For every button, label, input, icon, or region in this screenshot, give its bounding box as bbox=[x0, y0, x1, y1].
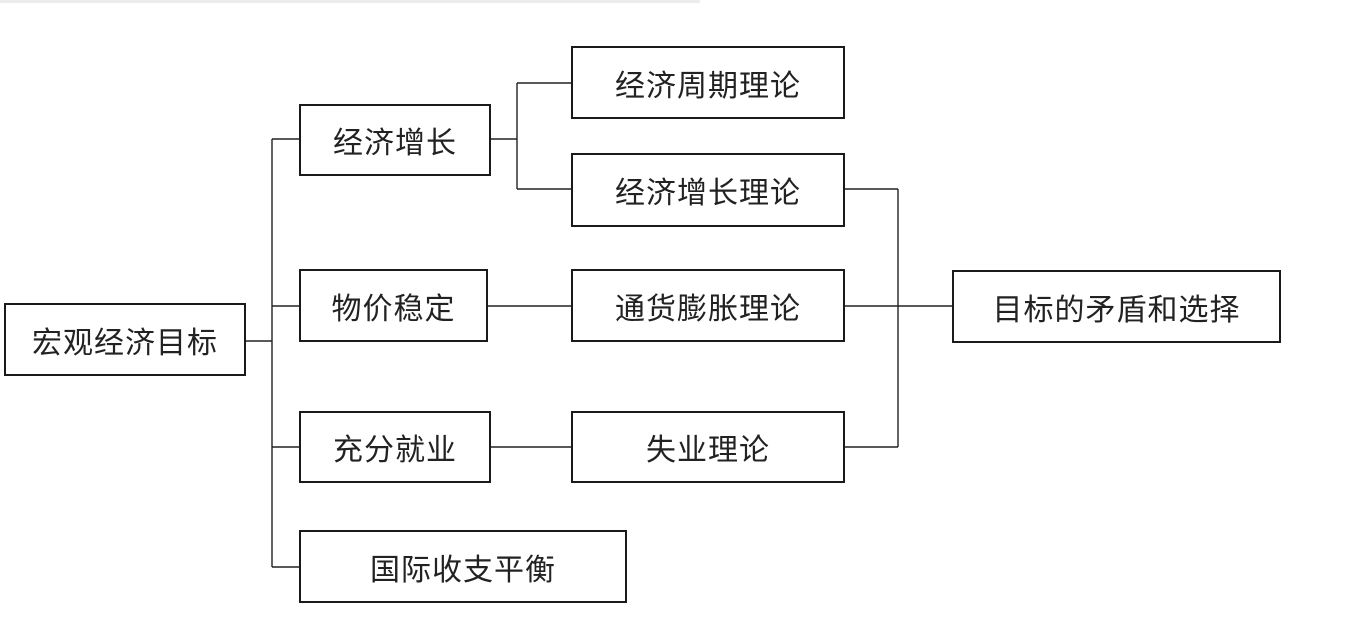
node-macro-economic-goals: 宏观经济目标 bbox=[4, 303, 246, 376]
node-label: 经济增长 bbox=[333, 126, 457, 161]
node-business-cycle-theory: 经济周期理论 bbox=[571, 46, 845, 119]
node-label: 经济周期理论 bbox=[615, 68, 801, 104]
node-inflation-theory: 通货膨胀理论 bbox=[571, 269, 845, 342]
node-price-stability: 物价稳定 bbox=[299, 269, 488, 342]
node-label: 物价稳定 bbox=[331, 291, 456, 327]
node-label: 失业理论 bbox=[646, 433, 770, 468]
node-full-employment: 充分就业 bbox=[299, 411, 491, 483]
node-unemployment-theory: 失业理论 bbox=[571, 411, 845, 483]
node-balance-of-payments: 国际收支平衡 bbox=[299, 530, 627, 603]
top-edge-strip bbox=[0, 0, 700, 3]
node-label: 充分就业 bbox=[333, 433, 457, 468]
node-growth-theory: 经济增长理论 bbox=[571, 153, 845, 227]
node-label: 通货膨胀理论 bbox=[615, 291, 801, 327]
node-label: 经济增长理论 bbox=[615, 176, 801, 211]
node-label: 目标的矛盾和选择 bbox=[992, 292, 1241, 328]
node-goal-conflict-and-choice: 目标的矛盾和选择 bbox=[952, 270, 1281, 343]
node-economic-growth: 经济增长 bbox=[299, 104, 491, 176]
node-label: 国际收支平衡 bbox=[370, 552, 556, 588]
node-label: 宏观经济目标 bbox=[32, 325, 218, 361]
